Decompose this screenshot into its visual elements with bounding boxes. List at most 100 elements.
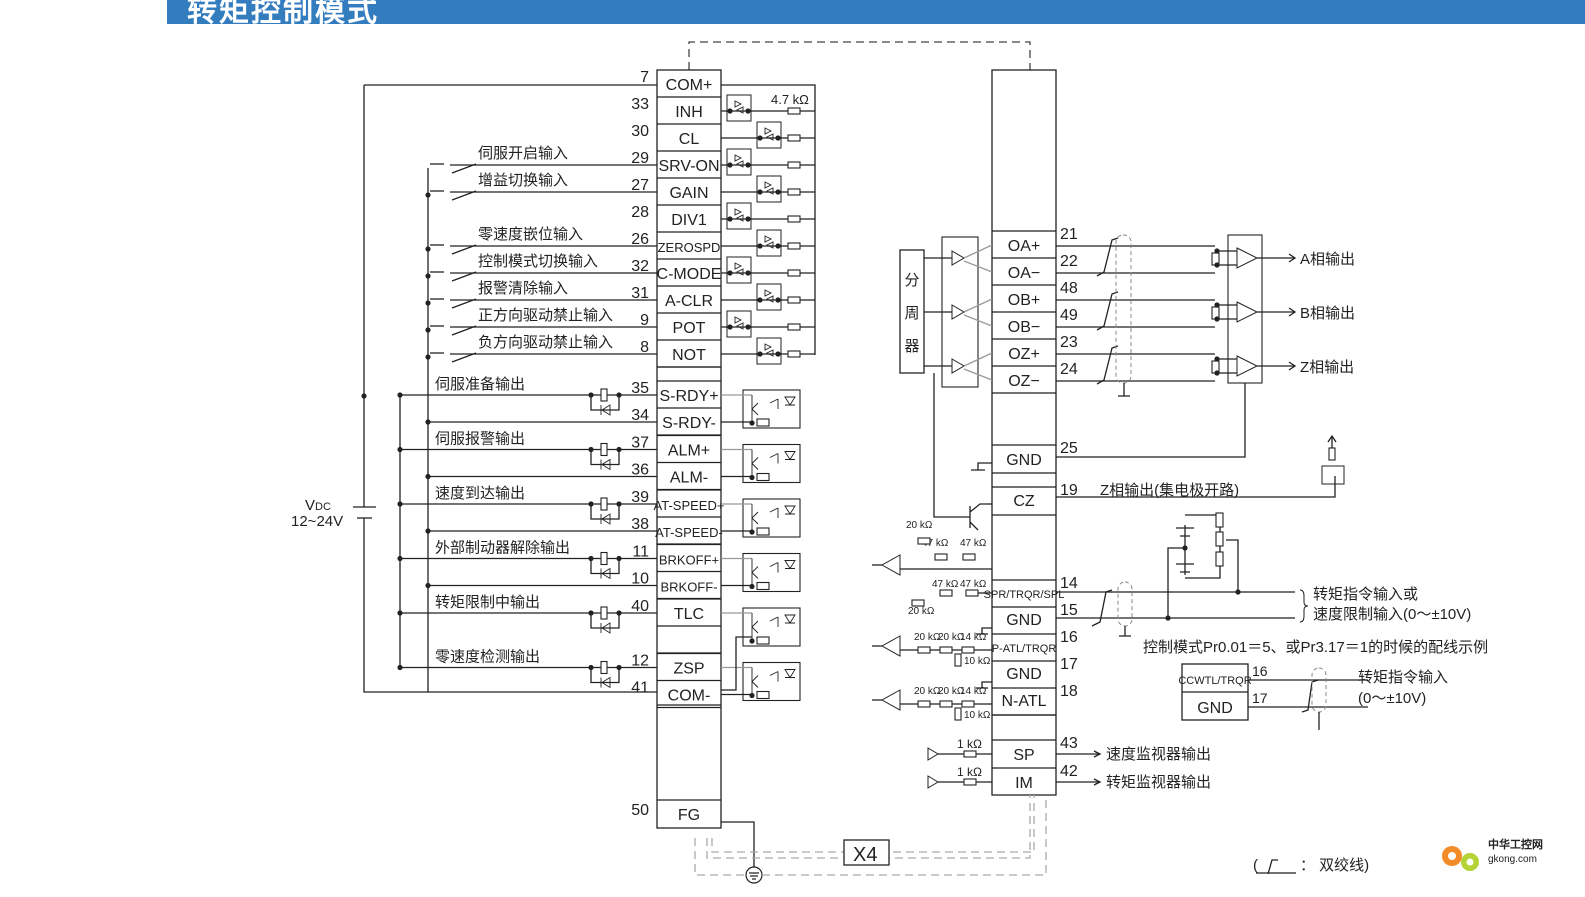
pin-49: 49 (1060, 307, 1078, 324)
vdc-range: 12~24V (291, 513, 343, 530)
legend: ( ： 双绞线) (1253, 857, 1369, 875)
pin-38: 38 (631, 516, 649, 533)
signal-a-clr: A-CLR (665, 293, 713, 310)
vdc-label: VDC (305, 497, 331, 514)
pin-17: 17 (1060, 656, 1078, 673)
signal-zerospd: ZEROSPD (658, 240, 721, 255)
resistor-label: 47 kΩ (960, 538, 987, 549)
output-load: 伺服报警输出 (397, 431, 801, 484)
output-label: 转矩限制中输出 (435, 594, 540, 611)
input-switch: 正方向驱动禁止输入 (430, 307, 657, 336)
pin-36: 36 (631, 462, 649, 479)
signal-c-mode: C-MODE (657, 266, 722, 283)
input-optocoupler (721, 94, 815, 122)
resistor-label: 14 kΩ (960, 632, 987, 643)
cz-label: Z相输出(集电极开路) (1100, 482, 1239, 499)
signal-tlc: TLC (674, 606, 704, 623)
mode-note: 控制模式Pr0.01＝5、或Pr3.17＝1的时候的配线示例 (1143, 639, 1488, 656)
pin-31: 31 (631, 285, 649, 302)
signal-com-plus: COM+ (666, 77, 713, 94)
alt-input-label: 转矩指令输入 (1358, 669, 1448, 686)
resistor-label: 20 kΩ (938, 632, 965, 643)
signal-oz-plus: OZ+ (1008, 346, 1040, 363)
signal-gain: GAIN (669, 185, 708, 202)
pin-27: 27 (631, 177, 649, 194)
right-connector-body (991, 69, 1057, 796)
divider-label: 周 (904, 305, 919, 322)
resistor-label: 20 kΩ (914, 686, 941, 697)
input-optocoupler (721, 337, 815, 365)
input-switch: 零速度嵌位输入 (430, 226, 657, 255)
signal-sp: SP (1013, 747, 1034, 764)
input-optocoupler (721, 202, 815, 230)
x4-label: X4 (853, 844, 877, 866)
buffer-icon (927, 747, 939, 761)
resistor-label: 10 kΩ (964, 710, 991, 721)
resistor-label: 47 kΩ (922, 538, 949, 549)
pin-37: 37 (631, 435, 649, 452)
output-load: 伺服准备输出 (397, 376, 801, 429)
resistor-label: 14 kΩ (960, 686, 987, 697)
input-optocoupler (721, 121, 815, 149)
signal-div1: DIV1 (671, 212, 707, 229)
signal-brkoff-: BRKOFF- (660, 580, 717, 595)
signal-ob-minus: OB− (1008, 319, 1040, 336)
svg-text:中华工控网: 中华工控网 (1488, 837, 1543, 851)
pin-19: 19 (1060, 482, 1078, 499)
fg-shield: X4 (694, 795, 1047, 884)
buffer-icon (927, 775, 939, 789)
output-load: 零速度检测输出 (397, 649, 801, 702)
signal-oz-minus: OZ− (1008, 373, 1040, 390)
pin-7: 7 (640, 69, 649, 86)
signal-at-speed-: AT-SPEED- (655, 525, 723, 540)
pin-33: 33 (631, 96, 649, 113)
pin-14: 14 (1060, 575, 1078, 592)
shield-dashed-line (688, 41, 1031, 70)
pin-23: 23 (1060, 334, 1078, 351)
signal-zsp: ZSP (673, 661, 704, 678)
signal-not: NOT (672, 347, 706, 364)
signal-brkoff+: BRKOFF+ (659, 553, 719, 568)
power-supply: VDC 12~24V (291, 84, 657, 693)
pin-26: 26 (631, 231, 649, 248)
signal-analog: SPR/TRQR/SPL (984, 589, 1065, 601)
resistor-1k-label: 1 kΩ (957, 737, 982, 751)
input-label: 正方向驱动禁止输入 (478, 307, 613, 324)
pin-21: 21 (1060, 226, 1078, 243)
pin-22: 22 (1060, 253, 1078, 270)
input-label: 负方向驱动禁止输入 (478, 334, 613, 351)
phase-output-label: A相输出 (1300, 251, 1355, 268)
divider-label: 分 (904, 272, 919, 289)
pin-12: 12 (631, 653, 649, 670)
pin-15: 15 (1060, 602, 1078, 619)
output-label: 外部制动器解除输出 (435, 540, 570, 557)
output-load: 转矩限制中输出 (397, 594, 801, 647)
output-label: 零速度检测输出 (435, 649, 540, 666)
legend-text: ： 双绞线) (1300, 857, 1369, 874)
divider-label: 器 (904, 338, 919, 355)
signal-gnd: GND (1197, 700, 1233, 717)
output-label: 伺服准备输出 (435, 376, 525, 393)
resistor-label: 47 kΩ (932, 579, 959, 590)
input-optocoupler (721, 310, 815, 338)
resistor-label: 20 kΩ (908, 606, 935, 617)
resistor-1k-label: 1 kΩ (957, 765, 982, 779)
signal-analog: GND (1006, 612, 1042, 629)
output-label: 伺服报警输出 (435, 431, 525, 448)
signal-ccwtl-trqr: CCWTL/TRQR (1178, 675, 1251, 687)
signal-analog: N-ATL (1001, 693, 1046, 710)
signal-com-: COM- (668, 688, 711, 705)
signal-alm-: ALM- (670, 470, 708, 487)
signal-cl: CL (679, 131, 700, 148)
signal-oa-minus: OA− (1008, 265, 1040, 282)
pin-24: 24 (1060, 361, 1078, 378)
input-optocoupler (721, 175, 815, 203)
pin-16: 16 (1252, 663, 1268, 679)
input-label: 零速度嵌位输入 (478, 226, 583, 243)
signal-fg: FG (678, 807, 700, 824)
alt-input-label: (0～±10V) (1358, 690, 1426, 707)
torque-input-label: 转矩指令输入或 (1313, 586, 1418, 603)
svg-text:gkong.com: gkong.com (1488, 854, 1537, 865)
